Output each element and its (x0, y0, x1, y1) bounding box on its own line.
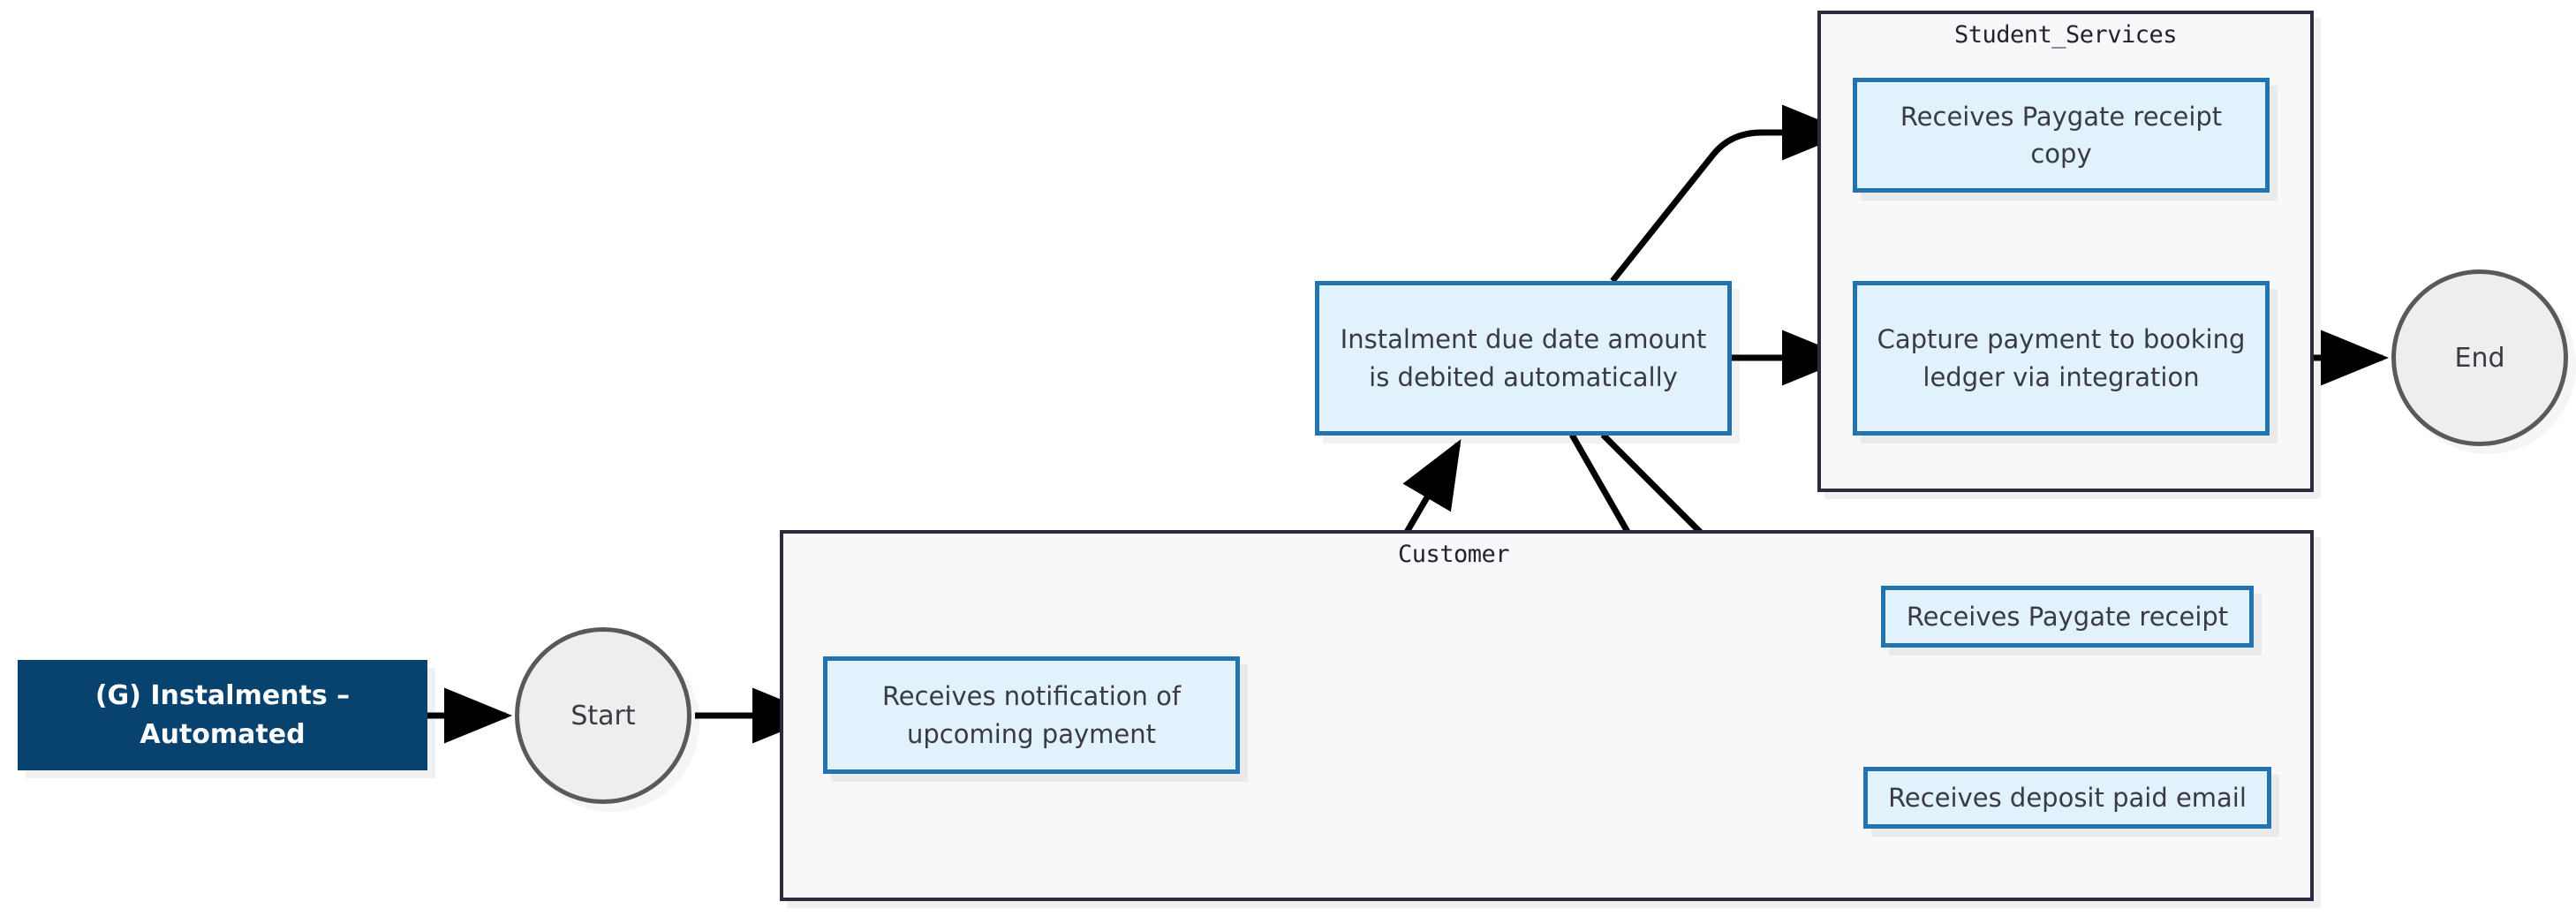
cluster-label-student-services: Student_Services (1953, 21, 2178, 49)
edge-debit-to-receipt-copy (1610, 104, 1850, 284)
node-receives-deposit-paid-email[interactable]: Receives deposit paid email (1863, 767, 2271, 829)
node-receives-paygate-receipt-copy[interactable]: Receives Paygate receipt copy (1853, 78, 2270, 193)
terminal-start[interactable]: Start (515, 627, 691, 804)
terminal-end[interactable]: End (2391, 269, 2568, 446)
title-banner-instalments-automated[interactable]: (G) Instalments – Automated (18, 660, 427, 770)
node-receives-paygate-receipt[interactable]: Receives Paygate receipt (1881, 586, 2254, 648)
node-instalment-due-date-debited[interactable]: Instalment due date amount is debited au… (1315, 281, 1732, 436)
cluster-label-customer: Customer (1397, 541, 1510, 568)
node-receives-notification-upcoming-payment[interactable]: Receives notification of upcoming paymen… (823, 656, 1240, 774)
node-capture-payment-booking-ledger[interactable]: Capture payment to booking ledger via in… (1853, 281, 2270, 436)
